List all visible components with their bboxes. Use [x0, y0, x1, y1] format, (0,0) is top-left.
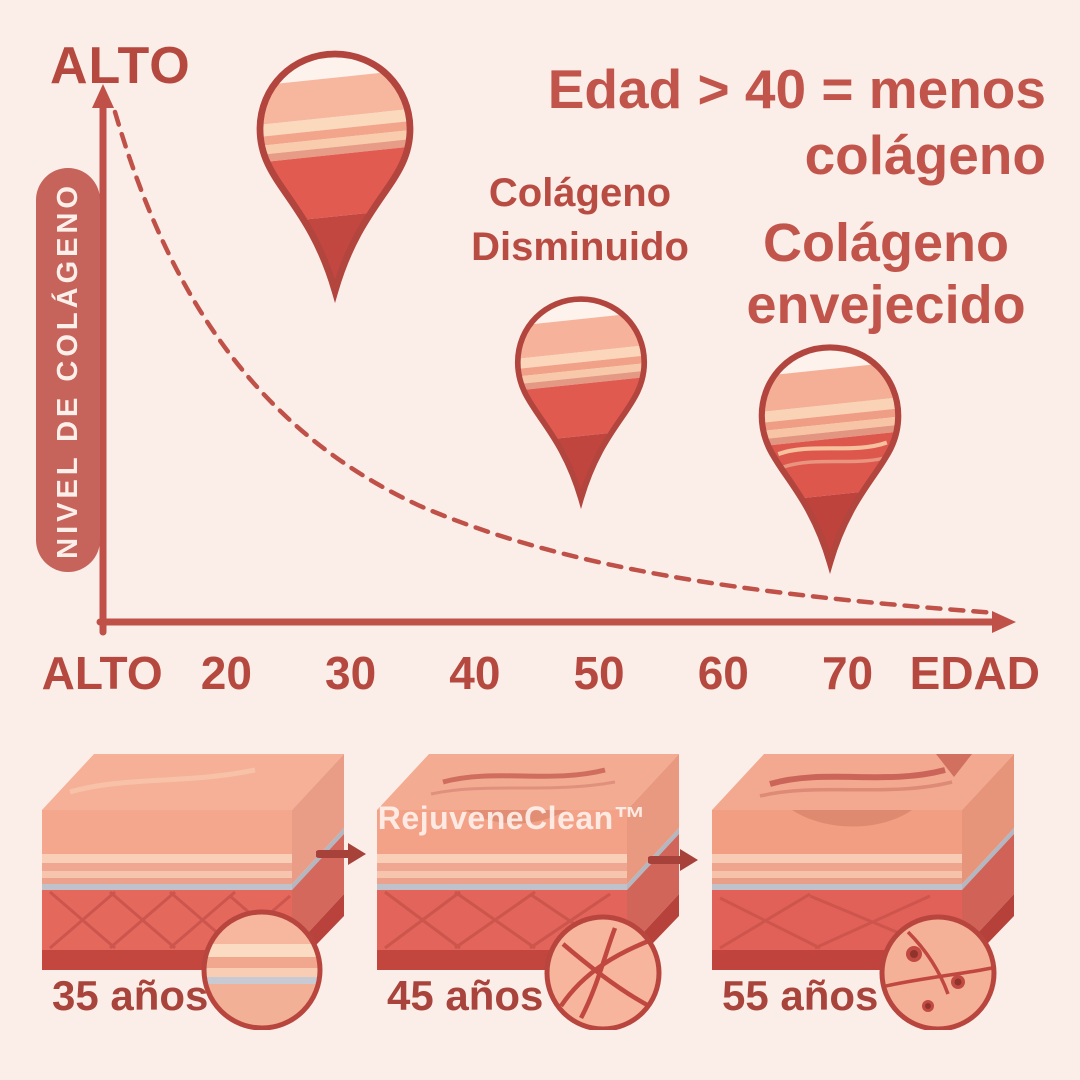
label-colageno-envejecido: Colágeno envejecido: [700, 212, 1072, 336]
x-tick: 60: [697, 647, 749, 699]
y-axis-high-label: ALTO: [50, 37, 191, 95]
decline-curve: [112, 109, 999, 616]
skin-layers-map-pin-icon: [758, 344, 902, 574]
diminished-line2: Disminuido: [471, 225, 689, 269]
x-tick: 70: [821, 647, 874, 699]
x-axis-arrowhead: [992, 611, 1016, 633]
skin-stage-35: 35 años: [30, 730, 350, 1030]
y-axis-title: NIVEL DE COLÁGENO: [51, 181, 84, 559]
x-tick: EDAD: [909, 647, 1040, 699]
diminished-line1: Colágeno: [488, 171, 672, 215]
collagen-decline-chart: [92, 84, 1016, 636]
x-tick: 40: [449, 647, 501, 699]
brand-watermark: RejuveneClean™: [377, 800, 647, 836]
skin-cross-section-illustration: [712, 754, 1014, 1030]
skin-stage-55: 55 años: [700, 730, 1020, 1030]
y-axis-title-pill: NIVEL DE COLÁGENO: [36, 168, 100, 572]
skin-detail-magnifier-icon: [547, 917, 659, 1029]
stage-label-45: 45 años: [387, 972, 544, 1019]
skin-cross-section-illustration: [42, 754, 344, 1030]
right-arrow-icon: [316, 843, 366, 865]
skin-cross-section-illustration: [377, 754, 679, 1030]
skin-stage-45: 45 años: [365, 730, 685, 1030]
stage-label-55: 55 años: [722, 972, 879, 1019]
x-tick: ALTO: [41, 647, 163, 699]
headline: Edad > 40 = menos colágeno: [426, 56, 1046, 188]
stage-label-35: 35 años: [52, 972, 209, 1019]
headline-line2: colágeno: [804, 124, 1046, 186]
y-axis-arrowhead: [92, 84, 114, 108]
label-colageno-disminuido: Colágeno Disminuido: [448, 166, 712, 274]
aged-line1: Colágeno: [762, 213, 1009, 273]
x-tick: 20: [200, 647, 252, 699]
right-arrow-icon: [648, 849, 698, 871]
aged-line2: envejecido: [746, 275, 1026, 336]
skin-layers-map-pin-icon: [256, 50, 414, 303]
x-tick: 30: [325, 647, 377, 699]
headline-line1: Edad > 40 = menos: [547, 58, 1046, 120]
x-axis-tick-labels: ALTO 20 30 40 50 60 70 EDAD: [40, 646, 1040, 700]
x-tick: 50: [573, 647, 625, 699]
skin-layers-map-pin-icon: [514, 296, 648, 509]
